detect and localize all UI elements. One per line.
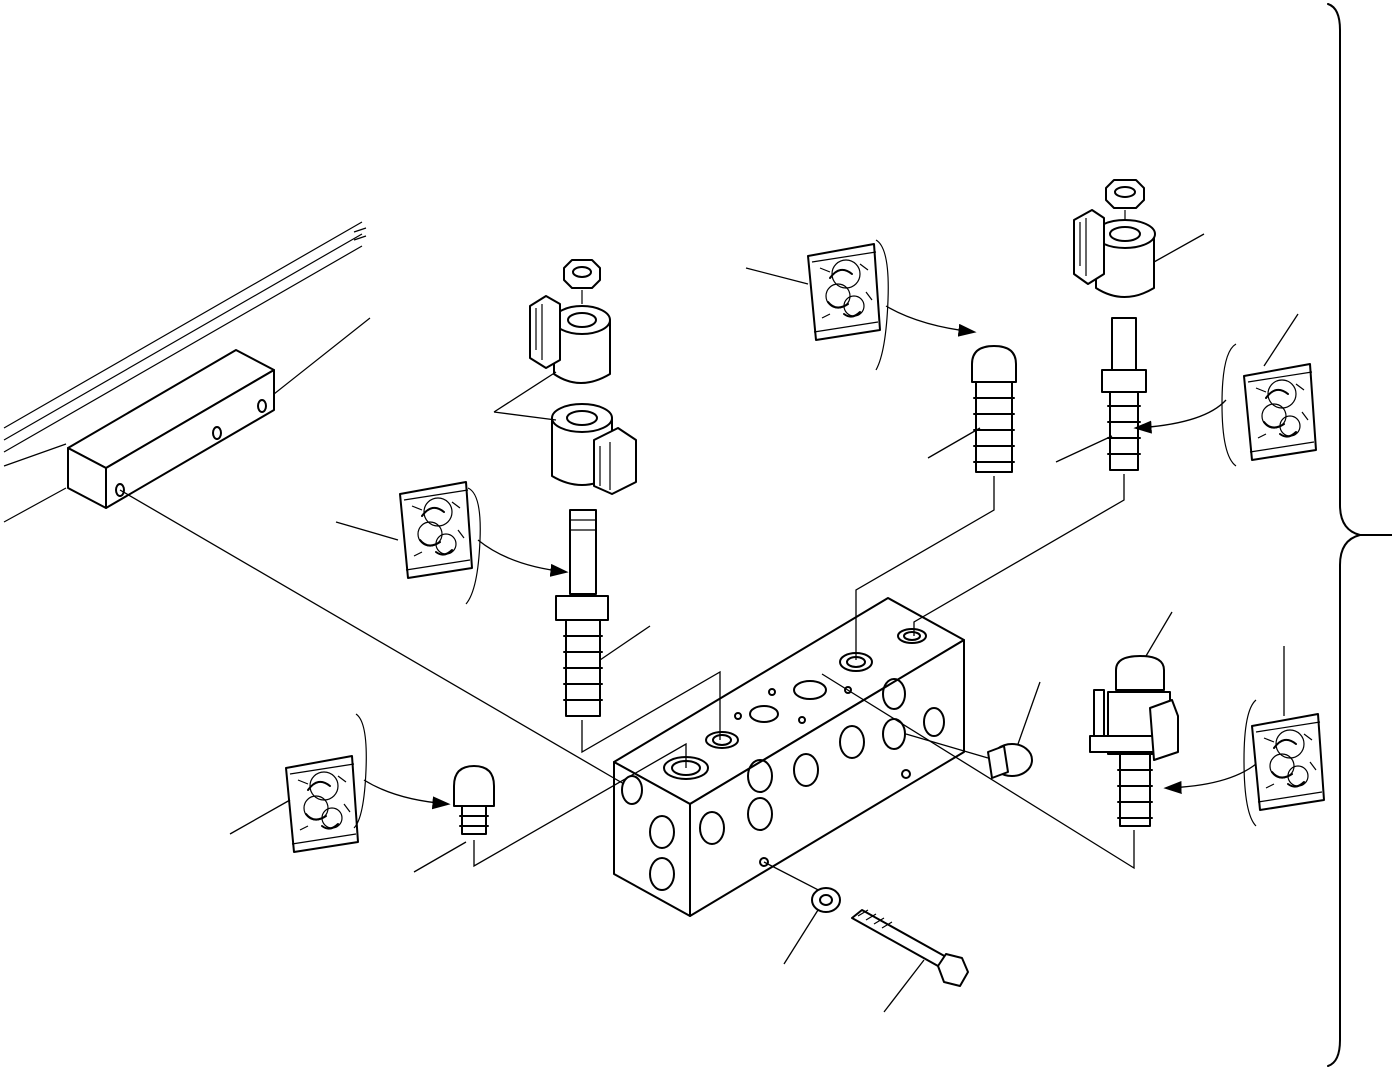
right-bracket: [1327, 3, 1392, 1067]
right-solenoid-assembly: [1055, 179, 1205, 471]
plug-cartridge-lower: [413, 765, 495, 873]
port-plug: [987, 681, 1041, 779]
sealant-tube-icon: [229, 713, 451, 853]
assembly-lines: [119, 474, 1135, 897]
sealant-tube-icon: [1163, 646, 1325, 827]
valve-block-manifold: [613, 597, 965, 917]
pressure-switch: [1089, 611, 1179, 827]
sealant-tube-icon: [745, 239, 977, 371]
mounting-bolt: [851, 909, 969, 1013]
left-solenoid-assembly: [493, 259, 651, 717]
sealant-tube-icon: [335, 481, 569, 605]
machine-frame: [3, 221, 371, 523]
washer: [783, 887, 841, 965]
sealant-tube-icon: [1133, 313, 1317, 467]
cartridge-valve-upper: [927, 345, 1017, 473]
